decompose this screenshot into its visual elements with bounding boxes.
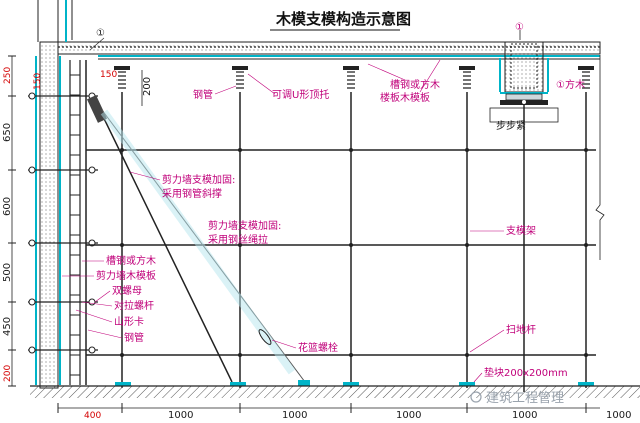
dim-200: 200 bbox=[142, 77, 153, 96]
leader-sweep-bar bbox=[469, 329, 505, 353]
dim-150-horizontal: 150 bbox=[100, 70, 117, 80]
pads bbox=[115, 380, 594, 386]
dim-left-5: 200 bbox=[3, 365, 13, 382]
u-support bbox=[343, 66, 359, 89]
tie-bolt-row bbox=[28, 92, 98, 100]
dim-bottom-0: 1000 bbox=[168, 410, 193, 421]
u-support bbox=[459, 66, 475, 89]
leader-steel-pipe-bottom bbox=[87, 329, 123, 339]
dim-150-vertical: 150 bbox=[33, 73, 43, 90]
label-shear-brace-1: 剪力墙支模加固: bbox=[162, 173, 235, 186]
label-pad: 垫块200x200mm bbox=[484, 366, 568, 379]
wire-shadow bbox=[100, 109, 296, 375]
wall-stud-rungs bbox=[70, 74, 80, 376]
support-poles bbox=[121, 92, 587, 388]
dim-left-3: 500 bbox=[2, 263, 13, 282]
break-line bbox=[595, 55, 605, 260]
dim-left-0: 250 bbox=[3, 67, 13, 84]
label-slab-formwork: 楼板木模板 bbox=[380, 91, 430, 104]
watermark: 建筑工程管理 bbox=[470, 390, 564, 406]
bubujin-box bbox=[489, 107, 559, 123]
dim-left-4: 450 bbox=[2, 317, 13, 336]
leader-steel-pipe-top bbox=[214, 85, 237, 95]
leader-u-support bbox=[247, 73, 276, 95]
shear-wall bbox=[39, 41, 59, 389]
label-support-frame: 支模架 bbox=[506, 225, 536, 237]
circle-1-beam: ① bbox=[515, 22, 524, 33]
leader-channel bbox=[367, 63, 406, 81]
tie-bolts bbox=[28, 92, 98, 354]
tie-bolt-row bbox=[28, 166, 98, 174]
dim-bottom-1: 1000 bbox=[282, 410, 307, 421]
ground-slab bbox=[30, 386, 640, 398]
u-support bbox=[578, 66, 594, 89]
leader-shear-brace bbox=[129, 171, 161, 181]
label-shear-wire-1: 剪力墙支模加固: bbox=[208, 219, 281, 232]
dim-left-1: 650 bbox=[2, 123, 13, 142]
label-turnbuckle: 花篮螺栓 bbox=[298, 341, 338, 354]
leader-mountain-clip bbox=[75, 309, 113, 323]
dim-bottom-first: 400 bbox=[84, 411, 101, 421]
label-tie-bolt: 对拉螺杆 bbox=[114, 299, 154, 312]
leader-turnbuckle bbox=[271, 339, 297, 349]
beam-stirrup bbox=[510, 43, 538, 89]
label-u-support: 可调U形顶托 bbox=[272, 88, 329, 101]
watermark-icon bbox=[470, 391, 482, 403]
label-sweep-bar: 扫地杆 bbox=[506, 323, 536, 336]
label-steel-pipe-bottom: 钢管 bbox=[124, 331, 144, 344]
circle-1-left-leader bbox=[89, 37, 105, 51]
tie-bolt-row bbox=[28, 346, 98, 354]
circle-1-left: ① bbox=[96, 28, 105, 39]
dim-left-2: 600 bbox=[2, 197, 13, 216]
u-support bbox=[114, 66, 130, 89]
label-channel-wall: 槽钢或方木 bbox=[106, 254, 156, 267]
beam-bolt bbox=[522, 100, 526, 104]
label-channel-or-wood: 槽钢或方木 bbox=[390, 78, 440, 91]
label-bubujin: 步步紧 bbox=[496, 120, 526, 132]
leader-pad bbox=[473, 372, 483, 383]
label-steel-pipe-top: 钢管 bbox=[193, 88, 213, 101]
label-wood-1: ①方木 bbox=[556, 78, 585, 91]
u-supports bbox=[114, 66, 594, 89]
diagram-title: 木模支模构造示意图 bbox=[275, 10, 411, 28]
ledger-couplers bbox=[120, 148, 588, 357]
dim-bottom-3: 1000 bbox=[512, 410, 537, 421]
turnbuckle-symbol bbox=[258, 329, 272, 345]
label-mountain-clip: 山形卡 bbox=[114, 315, 144, 328]
beam-bottom-wood bbox=[505, 93, 543, 101]
u-support bbox=[232, 66, 248, 89]
tie-bolt-row bbox=[28, 298, 98, 306]
leader-slab-formwork bbox=[419, 59, 441, 93]
bottom-dim-ticks bbox=[57, 403, 587, 413]
label-shear-brace-2: 采用钢管斜撑 bbox=[162, 187, 222, 200]
dim-bottom-4: 1000 bbox=[606, 410, 631, 421]
label-double-nut: 双螺母 bbox=[112, 285, 142, 297]
label-wall-formwork: 剪力墙木模板 bbox=[96, 269, 156, 282]
label-shear-wire-2: 采用钢丝绳拉 bbox=[208, 233, 268, 246]
left-dim-ticks bbox=[8, 55, 16, 387]
watermark-text: 建筑工程管理 bbox=[486, 390, 564, 406]
leader-tie-bolt bbox=[81, 301, 113, 307]
dim-bottom-2: 1000 bbox=[396, 410, 421, 421]
diagonal-brace bbox=[95, 101, 233, 383]
leader-double-nut bbox=[94, 290, 111, 303]
